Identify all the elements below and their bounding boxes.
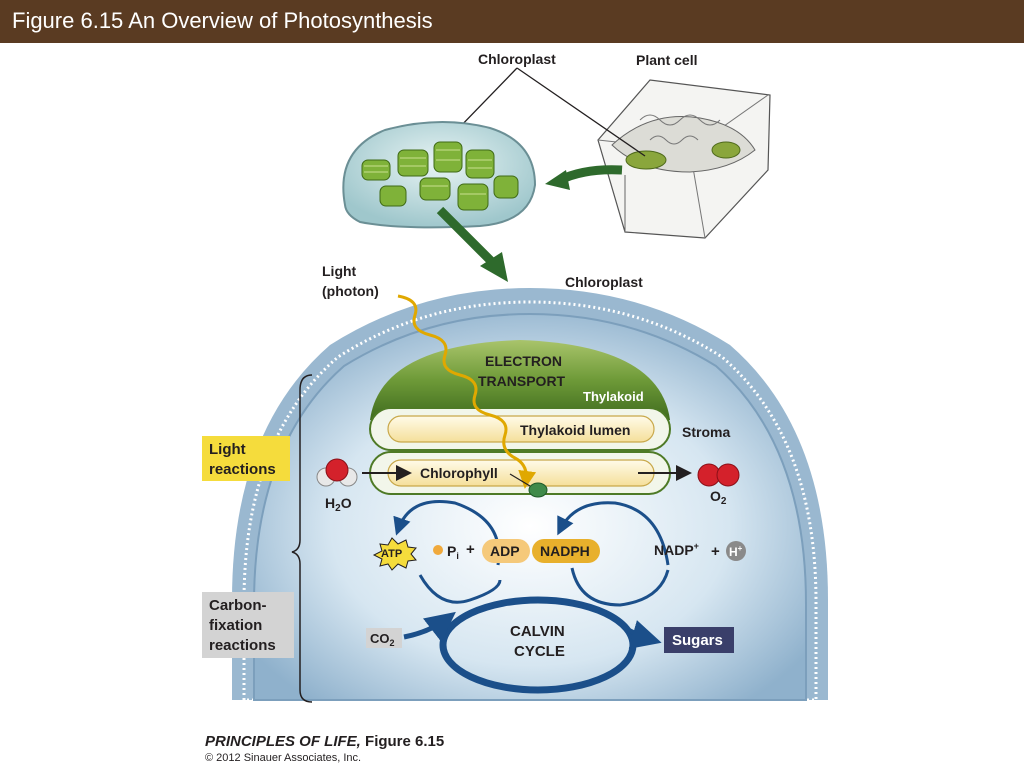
co2-arrow	[403, 611, 456, 643]
co2-box	[366, 628, 402, 648]
label-photon: (photon)	[322, 283, 379, 299]
copyright-line: © 2012 Sinauer Associates, Inc.	[205, 752, 362, 764]
label-cycle: CYCLE	[514, 643, 565, 660]
label-plant-cell: Plant cell	[636, 52, 697, 68]
sugars-box	[664, 627, 734, 653]
title-bar: Figure 6.15 An Overview of Photosynthesi…	[0, 0, 1024, 43]
label-h-plus: H+	[729, 544, 743, 559]
label-sugars: Sugars	[672, 632, 723, 649]
phosphate-dot	[433, 545, 443, 555]
mini-chloroplast-illustration	[342, 120, 537, 229]
book-title: PRINCIPLES OF LIFE,	[205, 733, 361, 750]
nadph-return-arrow	[570, 567, 670, 607]
label-h2o: H2O	[325, 495, 352, 514]
nadph-cycle-arrow	[557, 501, 670, 566]
proton-circle	[726, 541, 746, 561]
atp-starburst	[372, 537, 417, 571]
photon-path	[397, 294, 537, 489]
leader-line-chloroplast	[454, 67, 518, 133]
label-carbon-2: fixation	[209, 617, 262, 634]
oxygen-molecule	[697, 463, 740, 487]
label-thylakoid-lumen: Thylakoid lumen	[520, 422, 630, 438]
carbon-fixation-box	[202, 592, 294, 658]
label-pi: Pi	[447, 543, 459, 561]
label-carbon-3: reactions	[209, 637, 276, 654]
label-light-reactions-1: Light	[209, 441, 246, 458]
nadph-pill	[532, 539, 600, 563]
label-adp: ADP	[490, 543, 520, 559]
reaction-bracket	[291, 374, 313, 703]
leader-line-plant-cell	[516, 67, 646, 157]
light-reactions-box	[202, 436, 290, 481]
label-atp: ATP	[381, 548, 402, 560]
plant-cell-illustration	[597, 79, 771, 239]
label-chloroplast-top: Chloroplast	[478, 51, 556, 67]
water-molecule	[316, 458, 358, 487]
label-chloroplast-main: Chloroplast	[565, 274, 643, 290]
zoom-arrow-cell-head	[545, 170, 570, 190]
adp-pill	[482, 539, 530, 563]
sugars-arrow	[626, 620, 662, 649]
label-plus-1: +	[466, 541, 475, 558]
atp-return-arrow	[418, 574, 502, 604]
label-co2: CO2	[370, 631, 395, 648]
label-plus-2: +	[711, 543, 720, 560]
label-carbon-1: Carbon-	[209, 597, 267, 614]
zoom-arrow-chloroplast	[436, 206, 496, 266]
figure-number: Figure 6.15	[360, 733, 445, 750]
figure-credit: PRINCIPLES OF LIFE, Figure 6.15	[205, 733, 444, 750]
label-stroma: Stroma	[682, 424, 730, 440]
label-light: Light	[322, 263, 357, 279]
label-light-reactions-2: reactions	[209, 461, 276, 478]
label-chlorophyll: Chlorophyll	[420, 465, 498, 481]
chlorophyll-leader	[509, 473, 531, 487]
zoom-arrow-chloroplast-head	[480, 252, 508, 282]
label-o2: O2	[710, 488, 727, 507]
label-transport: TRANSPORT	[478, 373, 566, 389]
figure-title: Figure 6.15 An Overview of Photosynthesi…	[12, 8, 433, 33]
label-thylakoid: Thylakoid	[583, 389, 644, 404]
label-electron: ELECTRON	[485, 353, 562, 369]
label-nadph: NADPH	[540, 543, 590, 559]
label-nadp: NADP+	[654, 541, 699, 558]
label-calvin: CALVIN	[510, 623, 565, 640]
